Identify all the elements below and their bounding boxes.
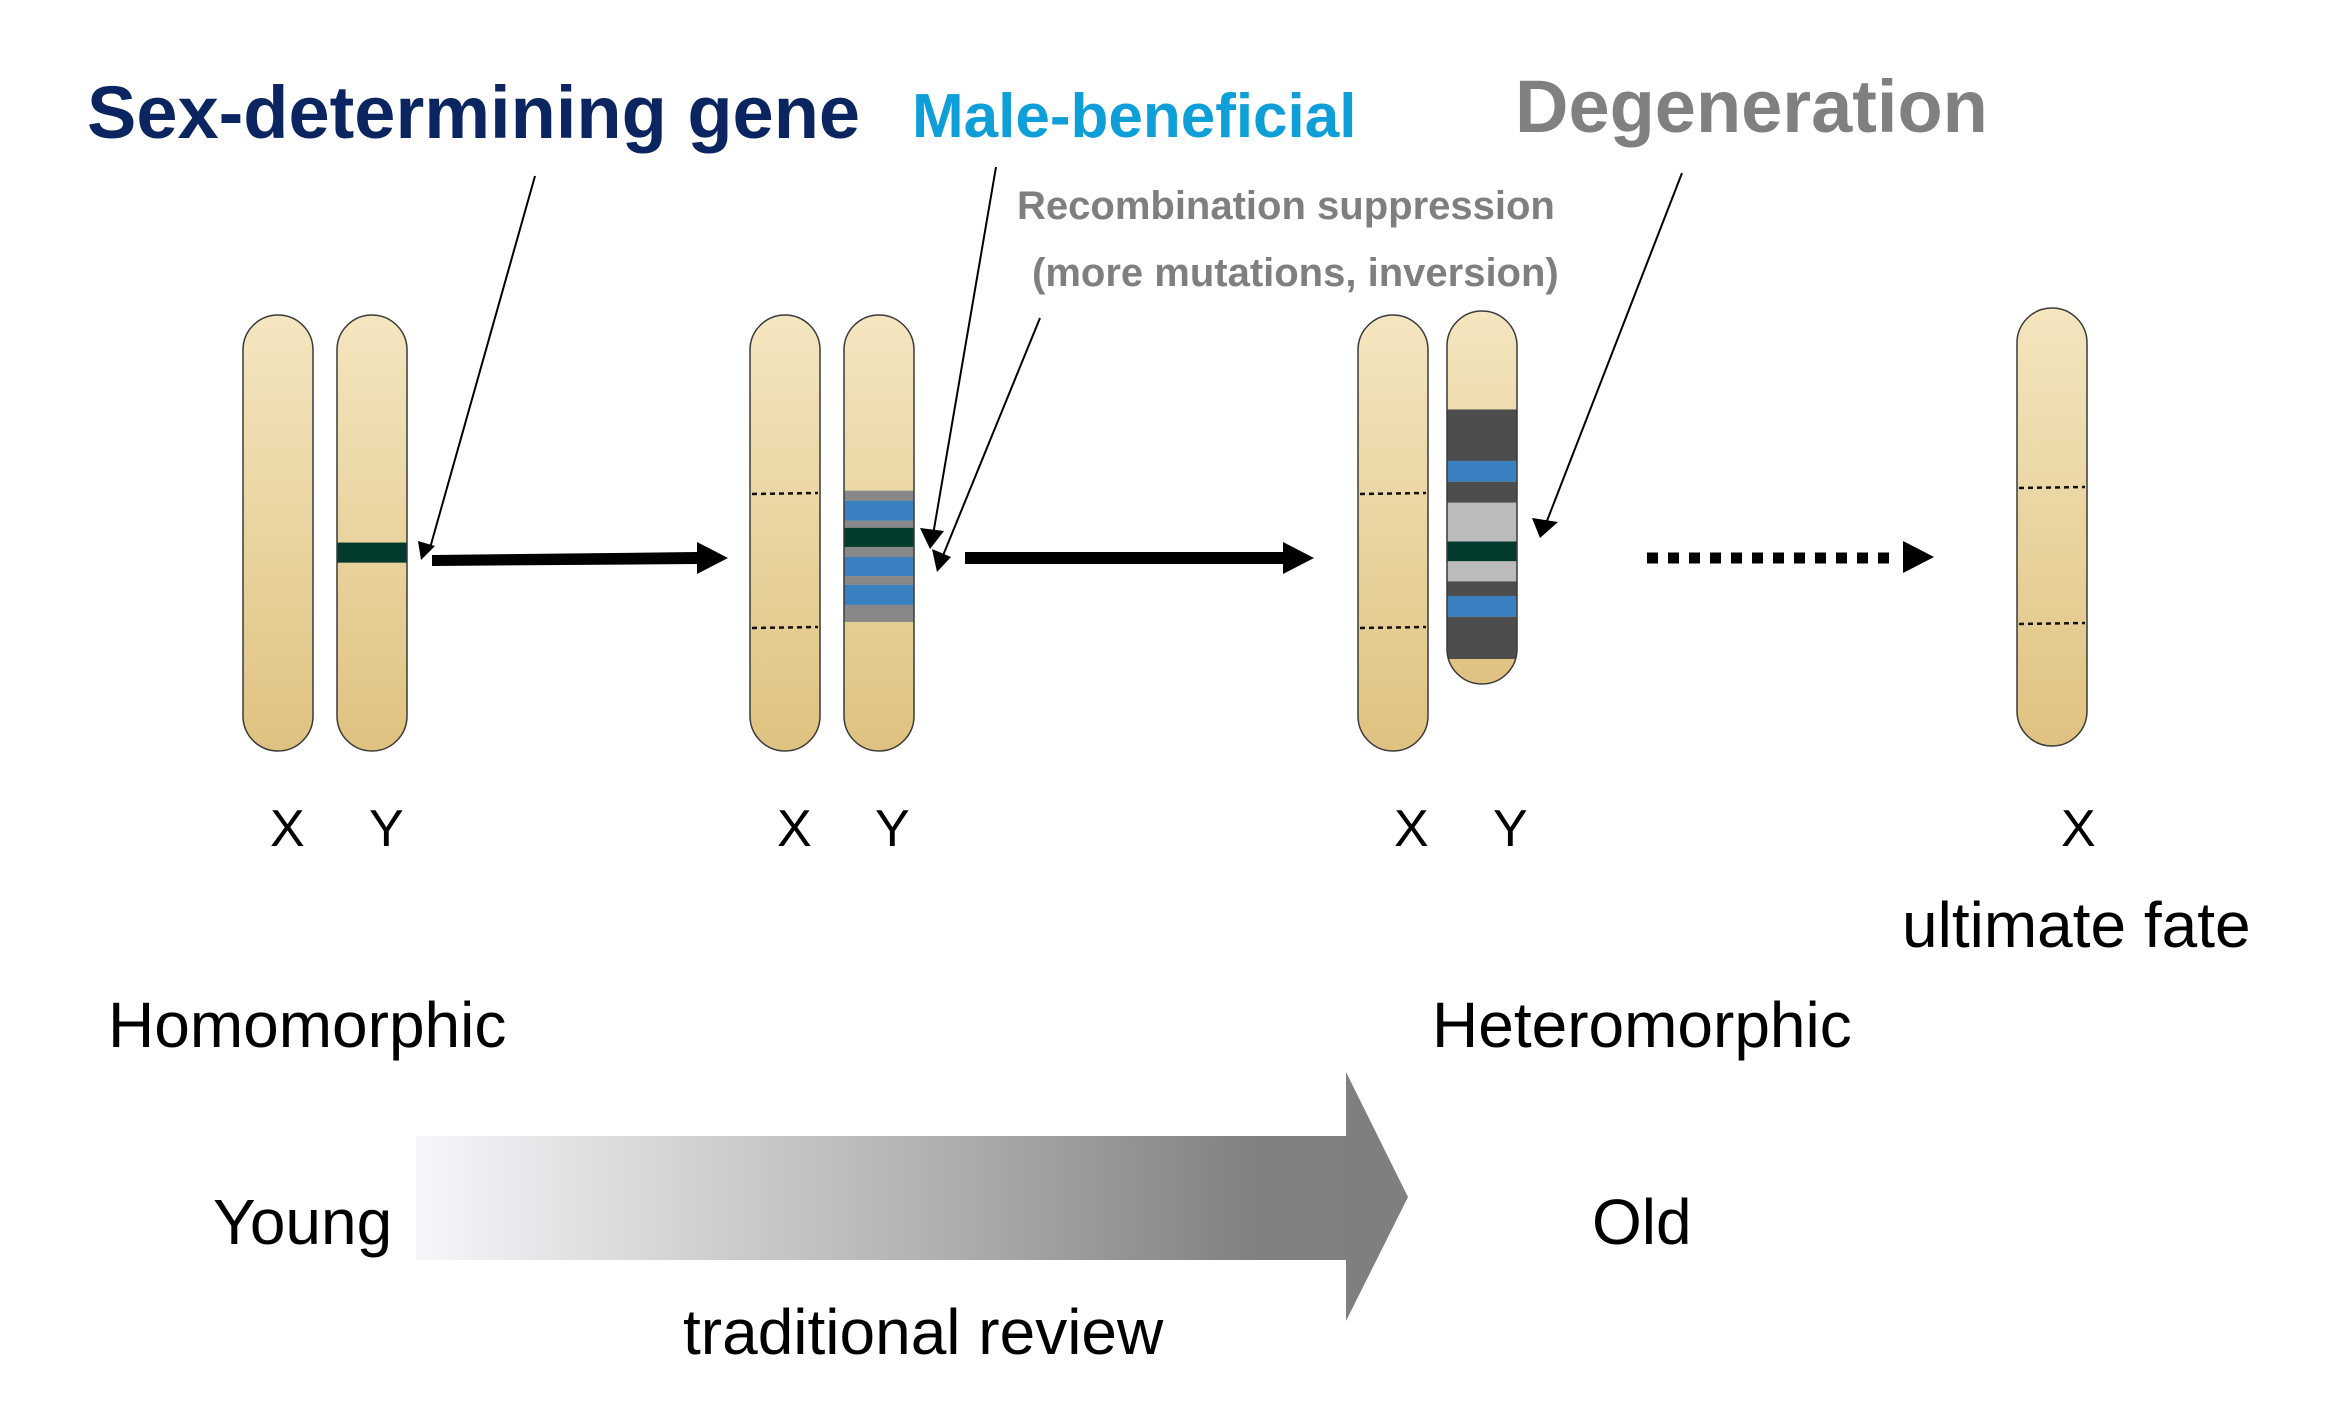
sex-determining-band <box>844 527 914 547</box>
label-ultimate-fate: ultimate fate <box>1902 889 2251 961</box>
label-young: Young <box>213 1186 393 1258</box>
stage3-x-label: X <box>1394 800 1429 858</box>
degenerated-band <box>1447 481 1517 503</box>
pointer-degeneration <box>1532 172 1683 538</box>
label-traditional-review: traditional review <box>683 1296 1164 1368</box>
sex-determining-band <box>1447 541 1517 562</box>
label-male-beneficial: Male-beneficial <box>912 82 1357 151</box>
stage3-y-label: Y <box>1493 800 1528 858</box>
transition-arrow-1 <box>432 542 728 574</box>
stage-1-chromosomes <box>242 314 408 752</box>
label-recombination-suppression: Recombination suppression <box>1017 184 1555 228</box>
x-dashed-boundary <box>1359 625 1427 630</box>
pointer-male-beneficial <box>920 166 997 549</box>
stage-4-chromosome <box>2016 307 2088 747</box>
stage2-y-label: Y <box>875 800 910 858</box>
light-gray-band <box>1447 502 1517 542</box>
x-chromosome <box>242 314 314 752</box>
y-chromosome <box>337 315 407 751</box>
male-beneficial-band <box>844 500 914 521</box>
label-old: Old <box>1592 1186 1692 1258</box>
y-chromosome-bands <box>844 490 914 622</box>
male-beneficial-band <box>1447 595 1517 617</box>
transition-arrow-2 <box>965 542 1314 574</box>
pointer-recombination <box>932 317 1041 572</box>
label-sex-determining-gene: Sex-determining gene <box>87 71 861 154</box>
stage1-x-label: X <box>270 800 305 858</box>
x-dashed-boundary <box>2018 621 2086 626</box>
age-timeline-arrow <box>416 1072 1408 1321</box>
recomb-suppressed-band <box>844 546 914 557</box>
x-dashed-boundary <box>751 625 819 630</box>
label-heteromorphic: Heteromorphic <box>1432 989 1852 1061</box>
male-beneficial-band <box>844 584 914 605</box>
x-dashed-boundary <box>2018 485 2086 490</box>
stage1-y-label: Y <box>369 800 404 858</box>
dotted-transition-arrow <box>1647 541 1934 573</box>
y-chromosome-bands <box>1447 409 1517 660</box>
stage2-x-label: X <box>777 800 812 858</box>
label-degeneration: Degeneration <box>1515 65 1988 148</box>
stage-3-chromosomes <box>1357 310 1518 752</box>
recomb-suppressed-band <box>844 576 914 585</box>
y-chromosome-bands <box>337 542 407 563</box>
x-chromosome <box>1357 314 1429 752</box>
recomb-suppressed-band <box>844 490 914 501</box>
degenerated-band <box>1447 616 1517 660</box>
male-beneficial-band <box>1447 460 1517 482</box>
x-chromosome <box>2016 307 2088 747</box>
label-recombination-detail: (more mutations, inversion) <box>1032 251 1559 295</box>
recomb-suppressed-band <box>844 520 914 528</box>
sex-determining-band <box>337 542 407 563</box>
x-dashed-boundary <box>751 491 819 496</box>
stage-2-chromosomes <box>749 314 915 752</box>
pointer-sex-determining <box>418 175 536 560</box>
x-dashed-boundary <box>1359 491 1427 496</box>
degenerated-band <box>1447 581 1517 596</box>
stage4-x-label: X <box>2061 800 2096 858</box>
light-gray-band <box>1447 561 1517 582</box>
x-chromosome <box>749 314 821 752</box>
recomb-suppressed-band <box>844 604 914 622</box>
degenerated-band <box>1447 409 1517 461</box>
male-beneficial-band <box>844 556 914 577</box>
label-homomorphic: Homomorphic <box>108 989 507 1061</box>
